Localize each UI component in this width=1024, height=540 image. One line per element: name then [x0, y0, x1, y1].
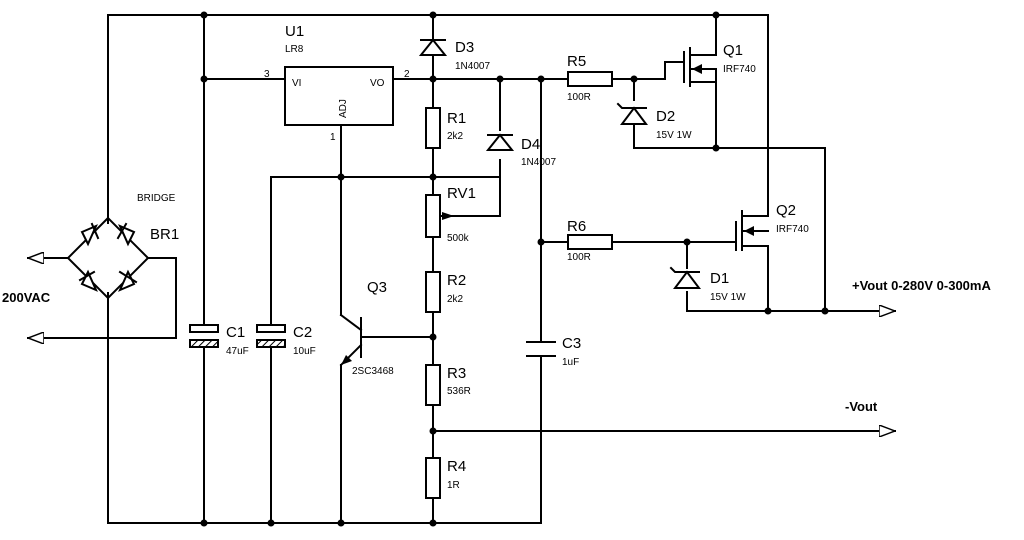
- r6-ref: R6: [567, 218, 586, 235]
- q3-value: 2SC3468: [352, 366, 394, 377]
- q2-value: IRF740: [776, 224, 809, 235]
- capacitor-c3: C3 1uF: [526, 335, 581, 368]
- mosfet-q2: Q2 IRF740: [725, 202, 809, 251]
- d2-value: 15V 1W: [656, 130, 692, 141]
- resistor-r3: R3 536R: [425, 364, 471, 406]
- resistor-r5: R5 100R: [567, 53, 613, 103]
- resistor-r2: R2 2k2: [425, 271, 466, 313]
- zener-d1: D1 15V 1W: [669, 266, 746, 303]
- c3-value: 1uF: [562, 357, 579, 368]
- input-label: 200VAC: [2, 290, 51, 305]
- c2-ref: C2: [293, 324, 312, 341]
- resistor-r6: R6 100R: [567, 218, 613, 263]
- u1-pin-vo: VO: [370, 78, 385, 89]
- br1-ref: BR1: [150, 226, 179, 243]
- q1-value: IRF740: [723, 64, 756, 75]
- d3-value: 1N4007: [455, 61, 490, 72]
- d3-ref: D3: [455, 39, 474, 56]
- c3-ref: C3: [562, 335, 581, 352]
- transistor-q3: Q3 2SC3468: [339, 279, 394, 377]
- wires: [27, 14, 896, 524]
- capacitor-c1: C1 47uF: [189, 324, 249, 357]
- d4-value: 1N4007: [521, 157, 556, 168]
- u1-pin-vi: VI: [292, 78, 301, 89]
- c2-value: 10uF: [293, 346, 316, 357]
- vout-pos-label: +Vout 0-280V 0-300mA: [852, 278, 991, 293]
- q2-ref: Q2: [776, 202, 796, 219]
- r5-value: 100R: [567, 92, 591, 103]
- r3-ref: R3: [447, 365, 466, 382]
- c1-ref: C1: [226, 324, 245, 341]
- rv1-ref: RV1: [447, 185, 476, 202]
- u1-pin-adj: ADJ: [338, 99, 349, 118]
- u1-ref: U1: [285, 23, 304, 40]
- r6-value: 100R: [567, 252, 591, 263]
- vout-neg-label: -Vout: [845, 399, 878, 414]
- d1-ref: D1: [710, 270, 729, 287]
- r4-value: 1R: [447, 480, 460, 491]
- potentiometer-rv1: RV1 500k: [425, 185, 476, 244]
- q3-ref: Q3: [367, 279, 387, 296]
- junction-dots: [200, 11, 829, 527]
- capacitor-c2: C2 10uF: [256, 324, 316, 357]
- q1-ref: Q1: [723, 42, 743, 59]
- bridge-rectifier-br1: BRIDGE BR1: [66, 193, 179, 300]
- resistor-r4: R4 1R: [425, 457, 466, 499]
- r5-ref: R5: [567, 53, 586, 70]
- r4-ref: R4: [447, 458, 466, 475]
- d2-ref: D2: [656, 108, 675, 125]
- c1-value: 47uF: [226, 346, 249, 357]
- mosfet-q1: Q1 IRF740: [664, 42, 756, 87]
- r3-value: 536R: [447, 386, 471, 397]
- r1-value: 2k2: [447, 131, 464, 142]
- diode-d4: D4 1N4007: [485, 133, 556, 168]
- diode-d3: D3 1N4007: [418, 38, 490, 72]
- r2-value: 2k2: [447, 294, 464, 305]
- br1-value: BRIDGE: [137, 193, 176, 204]
- u1-pin2: 2: [404, 69, 410, 80]
- d1-value: 15V 1W: [710, 292, 746, 303]
- u1-value: LR8: [285, 44, 304, 55]
- u1-pin1: 1: [330, 132, 336, 143]
- resistor-r1: R1 2k2: [425, 107, 466, 149]
- r1-ref: R1: [447, 110, 466, 127]
- d4-ref: D4: [521, 136, 540, 153]
- rv1-value: 500k: [447, 233, 470, 244]
- u1-pin3: 3: [264, 69, 270, 80]
- zener-d2: D2 15V 1W: [616, 102, 692, 141]
- regulator-u1: U1 LR8 VI VO ADJ 3 2 1: [264, 23, 410, 143]
- r2-ref: R2: [447, 272, 466, 289]
